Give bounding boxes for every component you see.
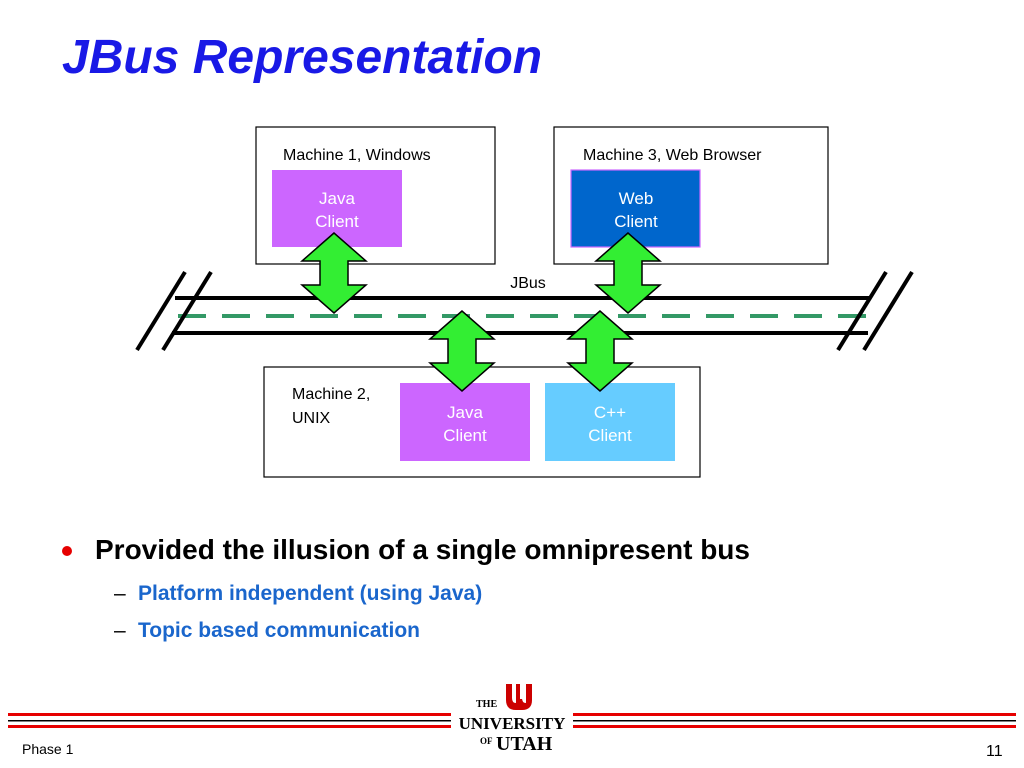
java-client-1-box — [272, 170, 402, 247]
slide-title: JBus Representation — [62, 31, 543, 84]
bus-label: JBus — [510, 275, 546, 292]
utah-u-emblem-icon — [506, 684, 532, 710]
cpp-client-line1: C++ — [594, 403, 626, 422]
cpp-client-line2: Client — [588, 426, 632, 445]
logo-line-the: THE — [476, 699, 497, 710]
machine3-label: Machine 3, Web Browser — [583, 147, 762, 164]
java-client-2-box — [400, 383, 530, 461]
bullet-sub-1-text: Platform independent (using Java) — [138, 582, 483, 605]
bus-break-left-2 — [161, 270, 213, 352]
dash-icon: – — [114, 619, 126, 642]
java-client-2-line2: Client — [443, 426, 487, 445]
web-client-box — [570, 169, 701, 248]
dash-icon: – — [114, 582, 126, 605]
machine2-label-line2: UNIX — [292, 410, 331, 427]
java-client-1-line1: Java — [319, 189, 355, 208]
logo-line-university: UNIVERSITY — [459, 714, 566, 733]
footer-divider — [8, 713, 1016, 728]
java-client-1-line2: Client — [315, 212, 359, 231]
bullet-sub-2-text: Topic based communication — [138, 619, 420, 642]
web-client-line2: Client — [614, 212, 658, 231]
logo-line-of: OF — [480, 736, 493, 746]
footer-phase: Phase 1 — [22, 741, 74, 757]
university-logo: THE UNIVERSITY OF UTAH — [459, 684, 566, 755]
bus-break-right-2 — [862, 270, 914, 352]
bus-break-right-1 — [836, 270, 888, 352]
machine1-label: Machine 1, Windows — [283, 147, 431, 164]
web-client-line1: Web — [619, 189, 654, 208]
bullet-dot-icon — [62, 546, 72, 556]
machine2-label-line1: Machine 2, — [292, 386, 370, 403]
page-number: 11 — [986, 743, 1003, 760]
bullet-main-text: Provided the illusion of a single omnipr… — [95, 534, 750, 565]
logo-line-utah: UTAH — [496, 733, 553, 755]
java-client-2-line1: Java — [447, 403, 483, 422]
cpp-client-box — [545, 383, 675, 461]
bus-break-left-1 — [135, 270, 187, 352]
